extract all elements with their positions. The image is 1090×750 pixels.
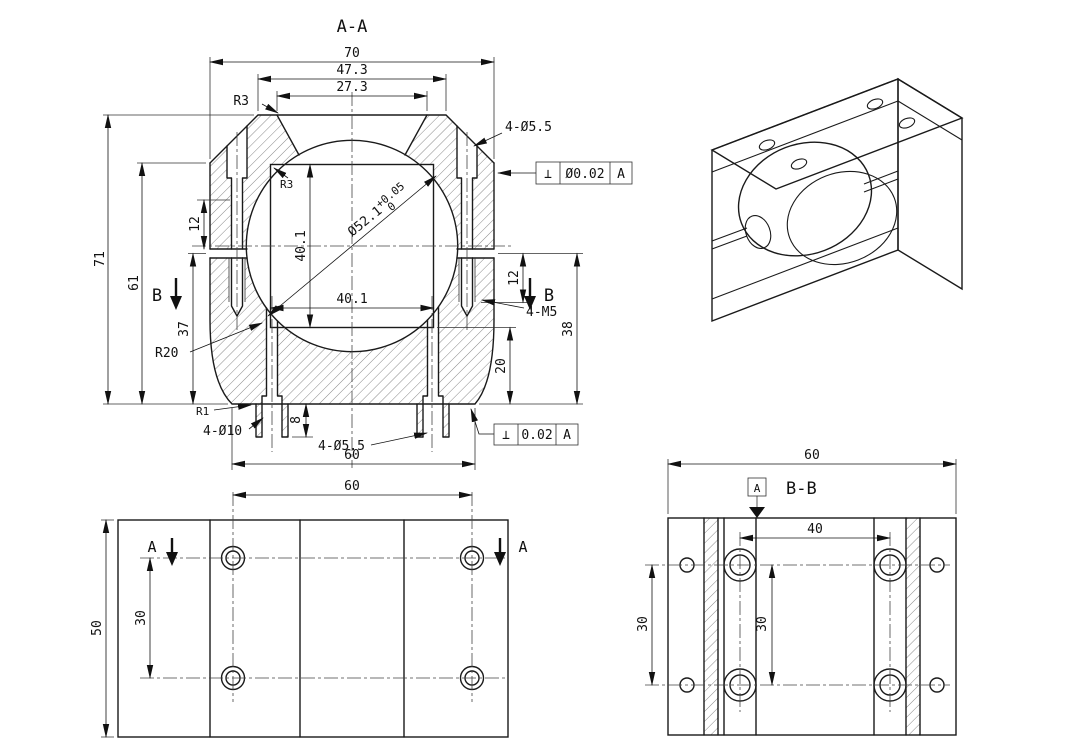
dim-30-bb-left: 30 <box>636 616 651 632</box>
dim-70: 70 <box>344 46 360 61</box>
aa-fcf-bottom: ⊥ 0.02 A <box>493 423 579 446</box>
fcf-bottom-tolerance: 0.02 <box>521 428 552 443</box>
plan-holes <box>220 545 485 691</box>
dim-40-bb: 40 <box>807 522 823 537</box>
dim-50: 50 <box>90 620 105 636</box>
view-title-bb: B-B <box>786 479 817 499</box>
iso-right-face <box>897 77 963 291</box>
section-label-b-right: B <box>544 286 554 306</box>
bb-hatch-left <box>704 518 718 735</box>
plan-centerlines <box>140 492 505 702</box>
dim-40-1-vertical: 40.1 <box>294 230 309 261</box>
callout-bottom-counterbore: 4-Ø10 <box>203 424 242 439</box>
dim-47-3: 47.3 <box>336 63 367 78</box>
fcf-bottom-datum: A <box>563 428 571 443</box>
radius-r3-bore: R3 <box>280 178 293 191</box>
dim-38: 38 <box>561 321 576 337</box>
iso-front-face <box>711 77 899 323</box>
iso-bore-inner <box>786 170 898 266</box>
view-title-aa: A-A <box>337 17 368 37</box>
section-b-arrow-right <box>524 296 536 310</box>
dim-60-plan: 60 <box>344 479 360 494</box>
datum-a-triangle <box>749 507 765 518</box>
aa-leaders <box>189 103 536 446</box>
callout-bottom-holes: 4-Ø5.5 <box>318 439 365 454</box>
dim-30-bb-center: 30 <box>755 616 770 632</box>
datum-a-label: A <box>754 482 761 495</box>
plan-dimensions: 60 50 30 <box>90 479 473 738</box>
iso-clamp-slit <box>711 170 899 250</box>
dim-61: 61 <box>127 275 142 291</box>
dim-27-3: 27.3 <box>336 80 367 95</box>
iso-top-holes <box>758 98 916 170</box>
dim-60-bb: 60 <box>804 448 820 463</box>
bb-hatch-right <box>906 518 920 735</box>
section-label-a-right: A <box>518 538 527 556</box>
aa-section-b-markers <box>170 278 536 310</box>
plan-section-a-markers: A A <box>147 538 528 566</box>
fcf-top-symbol: ⊥ <box>544 167 552 182</box>
callout-top-holes: 4-Ø5.5 <box>505 120 552 135</box>
radius-r20: R20 <box>155 346 178 361</box>
isometric-view <box>710 77 964 323</box>
dim-71: 71 <box>93 251 108 267</box>
radius-r1: R1 <box>196 405 209 418</box>
iso-bore-tab-detail <box>744 215 772 249</box>
fcf-bottom-symbol: ⊥ <box>502 428 510 443</box>
section-b-arrow-left <box>170 296 182 310</box>
dim-40-1-horizontal: 40.1 <box>336 292 367 307</box>
dim-30-plan: 30 <box>134 610 149 626</box>
callout-m5-thread: 4-M5 <box>526 305 557 320</box>
bb-dimensions: 60 40 30 30 <box>636 448 957 686</box>
dim-60-aa: 60 <box>344 448 360 463</box>
aa-fcf-top: ⊥ Ø0.02 A <box>535 161 633 185</box>
plan-view: A A 60 50 30 <box>90 479 528 738</box>
iso-bore-ellipse <box>737 141 873 257</box>
section-label-a-left: A <box>147 538 156 556</box>
dim-12-left: 12 <box>188 216 203 232</box>
section-view-bb: A B-B 60 40 30 30 <box>636 448 957 736</box>
dim-20: 20 <box>494 358 509 374</box>
radius-r3-top: R3 <box>233 94 249 109</box>
bb-datum-a: A <box>747 477 767 518</box>
section-view-aa: ⊥ Ø0.02 A ⊥ 0.02 A A-A 70 47.3 27.3 R3 R… <box>93 17 633 470</box>
plan-outline <box>117 519 509 738</box>
fcf-top-tolerance: Ø0.02 <box>565 167 604 182</box>
bb-holes <box>679 548 945 702</box>
fcf-top-datum: A <box>617 167 625 182</box>
section-label-b-left: B <box>152 286 162 306</box>
bb-outline <box>667 517 957 736</box>
aa-dimension-lines <box>104 58 581 468</box>
bb-centerlines <box>645 532 950 712</box>
dim-37: 37 <box>177 321 192 337</box>
dim-12-right: 12 <box>507 270 522 286</box>
dim-8: 8 <box>289 416 304 424</box>
